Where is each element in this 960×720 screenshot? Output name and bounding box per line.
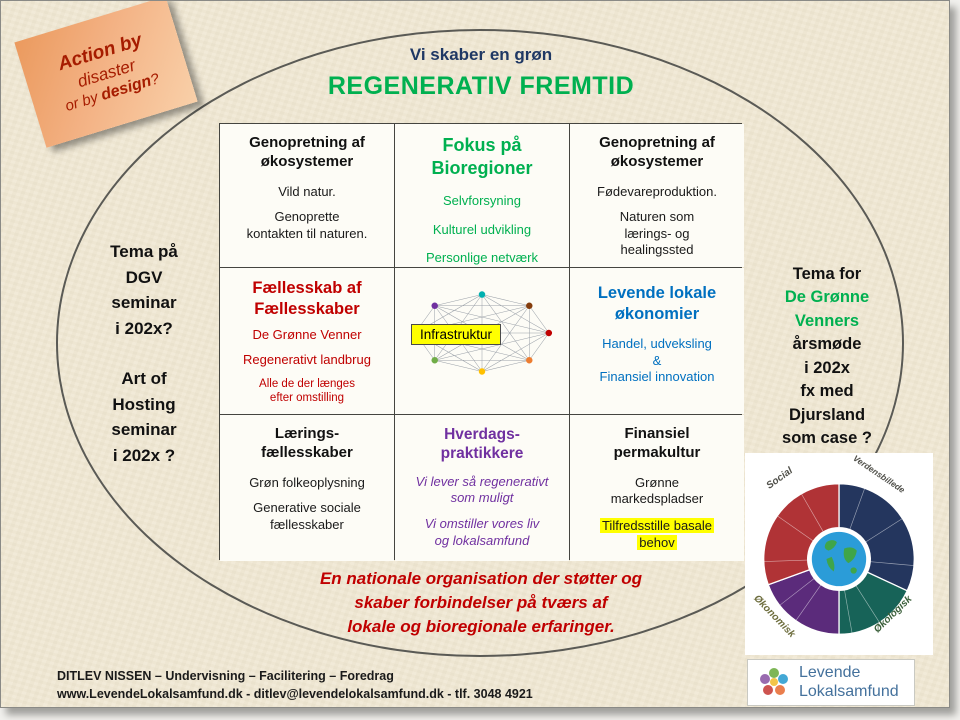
logo-text: Levende Lokalsamfund <box>799 664 899 700</box>
footer-line-2: www.LevendeLokalsamfund.dk - ditlev@leve… <box>57 687 533 702</box>
wheel-dividers <box>763 488 914 634</box>
left-note-block-1: Tema på DGV seminar i 202x? <box>110 242 178 338</box>
cell-title: Hverdags-praktikkere <box>440 426 524 463</box>
cell-title: Lærings-fællesskaber <box>261 425 353 461</box>
levende-lokalsamfund-logo: Levende Lokalsamfund <box>747 659 915 706</box>
title-main: REGENERATIV FREMTID <box>327 72 635 100</box>
wheel-image <box>763 483 915 635</box>
cell-text: Handel, udveksling&Finansiel innovation <box>599 336 715 385</box>
right-note: Tema for De Grønne Venners årsmøde i 202… <box>782 265 872 447</box>
action-by-design-badge: Action by disaster or by design? <box>14 1 198 148</box>
cell-text-highlighted: Tilfredsstille basale behov <box>599 517 715 551</box>
logo-circles-icon <box>760 667 788 695</box>
cell-text: Grøn folkeoplysning <box>249 474 365 490</box>
footer-line-1: DITLEV NISSEN – Undervisning – Faciliter… <box>57 669 394 683</box>
cell-text: Personlige netværk <box>426 250 538 266</box>
cell-learning-communities: Lærings-fællesskaber Grøn folkeoplysning… <box>220 415 394 561</box>
cell-text: Regenerativt landbrug <box>243 351 371 367</box>
bottom-note: En nationale organisation der støtter og… <box>319 569 643 637</box>
globe-icon <box>811 531 867 587</box>
cell-text: Kulturel udvikling <box>432 221 532 237</box>
slide-title: Vi skaber en grøn REGENERATIV FREMTID <box>241 45 721 101</box>
network-diagram: Infrastruktur <box>395 268 569 414</box>
footer: DITLEV NISSEN – Undervisning – Faciliter… <box>57 667 533 703</box>
outline-ellipse <box>56 29 904 657</box>
infrastructure-label: Infrastruktur <box>411 324 502 345</box>
four-dimensions-wheel: Social Verdensbillede Økonomisk Økologis… <box>745 453 933 655</box>
wheel-segment-social <box>763 483 840 586</box>
cell-everyday-practitioners: Hverdags-praktikkere Vi lever så regener… <box>395 415 569 561</box>
left-note-block-2: Art of Hosting seminar i 202x ? <box>111 369 177 465</box>
cell-text: Fødevareproduktion. <box>597 183 717 199</box>
left-note: Tema på DGV seminar i 202x? Art of Hosti… <box>79 239 209 468</box>
cell-text: Vild natur. <box>278 183 336 199</box>
cell-text: De Grønne Venner <box>252 327 362 343</box>
title-eyebrow: Vi skaber en grøn <box>409 45 553 64</box>
cell-text: Selvforsyning <box>442 193 522 208</box>
slide: Action by disaster or by design? Vi skab… <box>0 0 950 708</box>
cell-infrastructure-network: Infrastruktur <box>395 268 569 414</box>
